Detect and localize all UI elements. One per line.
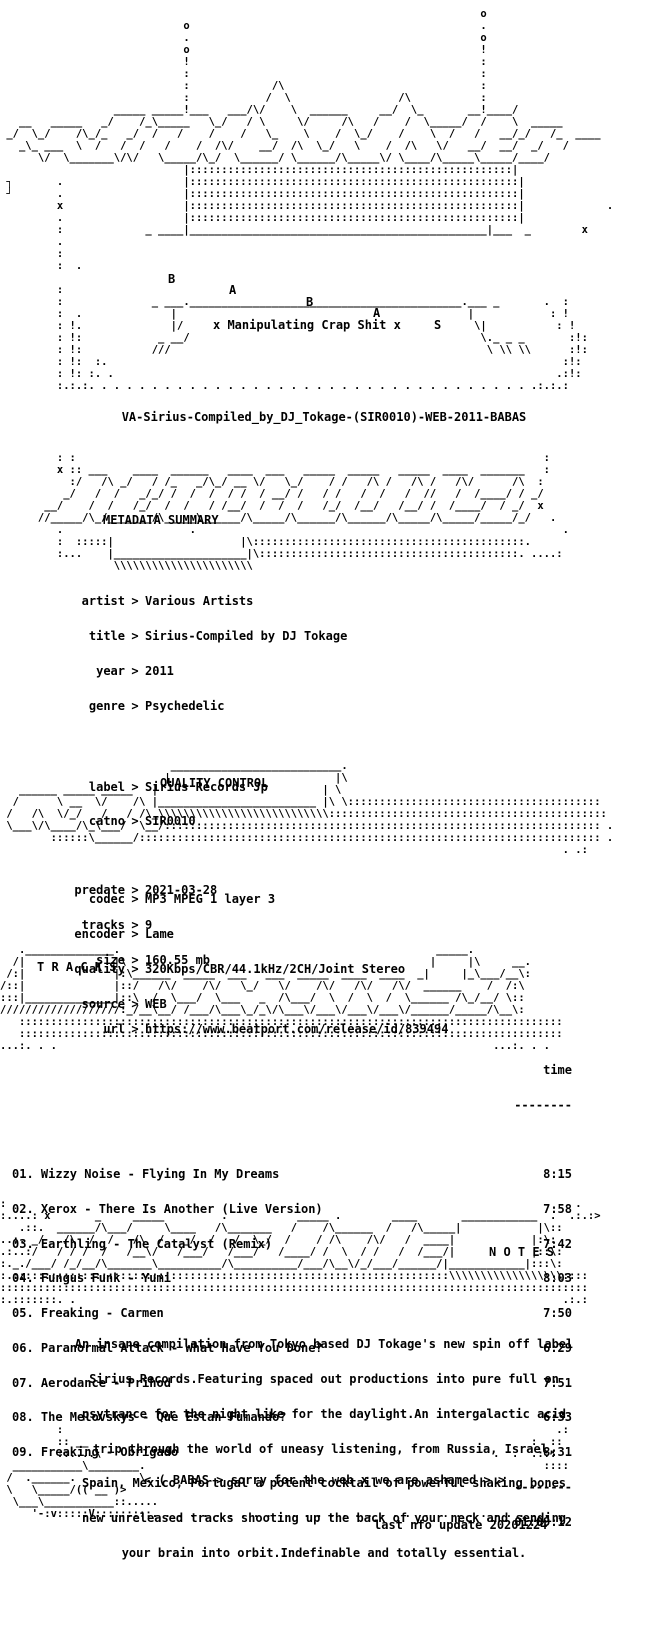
release-name: VA-Sirius-Compiled_by_DJ_Tokage-(SIR0010…: [121, 410, 527, 424]
footer-message: < ( BABAS > sorry for the web x we are a…: [144, 1473, 506, 1487]
logo-box-art: : : _ ___.______________________________…: [56, 284, 588, 392]
tracks-heading: T R A C K S: [37, 960, 117, 974]
logo-ascii-art: o o . . o o: [6, 8, 614, 272]
logo-letter-5: S: [434, 317, 442, 332]
quality-row-codec: codec>MP3 MPEG 1 layer 3: [88, 892, 276, 907]
track-row: 06. Paranormal Attack - What Have You Do…: [12, 1340, 572, 1355]
meta-value: Sirius-Compiled by DJ Tokage: [145, 628, 348, 643]
quality-row-quality: quality>320Kbps/CBR/44.1kHz/2CH/Joint St…: [74, 961, 406, 976]
meta-value: Sirius Records Jp: [145, 779, 268, 794]
tracklist: time -------- 01. Wizzy Noise - Flying I…: [12, 1063, 572, 1529]
meta-url-link[interactable]: https://www.beatport.com/release/id/8394…: [145, 1021, 449, 1036]
meta-row-predate: predate>2021-03-28: [74, 883, 218, 898]
footer-art: : .: :: __ : :: ::....\: [6, 1424, 569, 1520]
track-row: 02. Xerox - There Is Another (Live Versi…: [12, 1201, 572, 1216]
logo-letter-3: B: [306, 294, 314, 309]
meta-row-tracks: tracks>9: [81, 918, 153, 933]
logo-tagline: x Manipulating Crap Shit x: [213, 318, 401, 332]
last-update: last nfo update 20201224: [374, 1518, 548, 1532]
quality-fields: codec>MP3 MPEG 1 layer 3 encoder>Lame qu…: [0, 871, 405, 1022]
tracks-header-art: .______________. _____. /| |\ | |\ __. /…: [0, 944, 563, 1052]
notes-text: An insane compilation from Tokyo based D…: [74, 1337, 574, 1560]
logo-letter-1: B: [168, 271, 176, 286]
logo-letters: B A B A S: [0, 262, 648, 332]
meta-value: Various Artists: [145, 594, 254, 609]
quality-header-art: ___________________________. | |\ ______…: [6, 760, 614, 856]
track-row: 03. Earthling - The Catalyst (Remix)7:42: [12, 1236, 572, 1251]
metadata-heading: METADATA SUMMARY: [103, 513, 219, 527]
notes-heading: N O T E S: [489, 1245, 555, 1259]
track-row: 08. The Melovskys - Que Estan Fumando?6:…: [12, 1410, 572, 1425]
meta-row-catno: catno>SIR0010: [88, 814, 196, 829]
meta-value: Psychedelic: [145, 698, 225, 713]
quality-row-encoder: encoder>Lame: [74, 926, 174, 941]
quality-heading: QUALITY CONTROL: [160, 776, 269, 790]
logo-letter-4: A: [373, 306, 381, 321]
logo-letter-2: A: [229, 283, 237, 298]
meta-value: 2021-03-28: [145, 883, 218, 898]
meta-row-year: year>2011: [96, 663, 174, 678]
meta-row-title: title>Sirius-Compiled by DJ Tokage: [88, 628, 348, 643]
meta-value: 160.55 mb: [145, 952, 211, 967]
meta-row-url: url>https://www.beatport.com/release/id/…: [103, 1021, 449, 1036]
meta-value: 2011: [145, 663, 174, 678]
meta-row-artist: artist>Various Artists: [81, 594, 254, 609]
meta-value: 9: [145, 918, 153, 933]
meta-row-size: size>160.55 mb: [96, 952, 211, 967]
metadata-header-art: : : : x :: ___ ____ ______ ____ ___ ____…: [37, 452, 569, 572]
total-time: 01:09:12: [514, 1514, 572, 1529]
meta-row-genre: genre>Psychedelic: [88, 698, 225, 713]
notes-header-art: : . :....: x _ _____ . _____ . ____ ____…: [0, 1198, 601, 1306]
meta-row-label: label>Sirius Records Jp: [88, 779, 268, 794]
time-header: time: [543, 1063, 572, 1078]
metadata-fields: artist>Various Artists title>Sirius-Comp…: [0, 573, 448, 1047]
meta-value: SIR0010: [145, 814, 196, 829]
quality-row-source: source>WEB: [81, 996, 167, 1011]
